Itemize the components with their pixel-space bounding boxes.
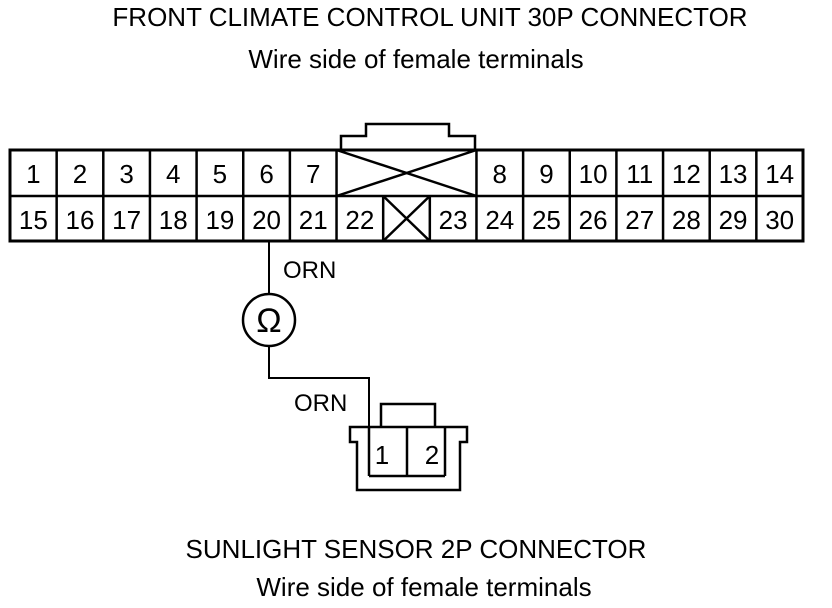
connector-30p-subtitle: Wire side of female terminals [248, 44, 584, 74]
connector-2p-latch [379, 402, 437, 427]
terminal-label: 22 [345, 205, 374, 235]
terminal-label: 24 [485, 205, 514, 235]
connector-2p [348, 402, 469, 492]
terminal-label: 2 [73, 159, 87, 189]
ohmmeter-icon: Ω [241, 292, 297, 348]
terminal-label: 20 [252, 205, 281, 235]
terminal-label: 1 [26, 159, 40, 189]
terminal-label: 5 [213, 159, 227, 189]
connector-30p-latch [339, 122, 477, 150]
connector-30p [8, 122, 805, 243]
connector-30p-title: FRONT CLIMATE CONTROL UNIT 30P CONNECTOR [112, 2, 748, 32]
terminal-label: 29 [719, 205, 748, 235]
blocked-cavity-mark [382, 195, 431, 242]
connector-2p-pin: 2 [425, 440, 439, 470]
connector-2p-subtitle: Wire side of female terminals [256, 572, 592, 602]
signal-wire [268, 241, 370, 440]
terminal-label: 8 [493, 159, 507, 189]
terminal-label: 16 [66, 205, 95, 235]
terminal-label: 9 [539, 159, 553, 189]
terminal-label: 13 [719, 159, 748, 189]
wire-color-label-lower: ORN [294, 390, 347, 417]
terminal-label: 6 [259, 159, 273, 189]
terminal-label: 11 [626, 159, 653, 189]
connector-2p-pin: 1 [375, 440, 389, 470]
wire-color-label-upper: ORN [283, 257, 336, 284]
terminal-label: 14 [765, 159, 794, 189]
terminal-label: 28 [672, 205, 701, 235]
terminal-label: 23 [439, 205, 468, 235]
terminal-label: 25 [532, 205, 561, 235]
terminal-label: 7 [306, 159, 320, 189]
terminal-label: 30 [765, 205, 794, 235]
terminal-label: 4 [166, 159, 180, 189]
terminal-label: 19 [205, 205, 234, 235]
terminal-label: 3 [119, 159, 133, 189]
terminal-label: 15 [19, 205, 48, 235]
ohm-symbol: Ω [256, 302, 281, 340]
terminal-label: 27 [625, 205, 654, 235]
connector-30p-cells [55, 148, 758, 242]
connector-2p-title: SUNLIGHT SENSOR 2P CONNECTOR [185, 534, 647, 564]
blocked-cavity-mark [336, 148, 477, 198]
terminal-label: 17 [112, 205, 141, 235]
terminal-label: 26 [579, 205, 608, 235]
terminal-label: 10 [579, 159, 608, 189]
terminal-label: 21 [299, 205, 328, 235]
terminal-label: 12 [672, 159, 701, 189]
terminal-label: 18 [159, 205, 188, 235]
